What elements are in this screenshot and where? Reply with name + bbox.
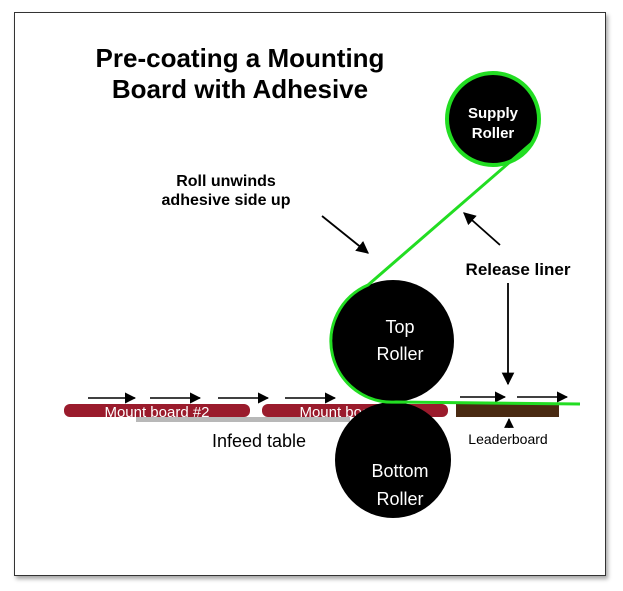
leaderboard-board (456, 403, 559, 417)
title-line-1: Pre-coating a Mounting (96, 43, 385, 73)
supply-roller-label-1: Supply (468, 105, 519, 122)
infeed-table-label: Infeed table (212, 431, 306, 451)
roll-unwinds-label-1: Roll unwinds (176, 173, 276, 190)
mount-board-2-label: Mount board #2 (104, 404, 209, 421)
supply-roller-label-2: Roller (472, 125, 515, 142)
infeed-table (136, 417, 350, 422)
release-liner-label: Release liner (466, 260, 571, 279)
bottom-roller (335, 402, 451, 518)
bottom-roller-label-1: Bottom (371, 461, 428, 481)
mount-board-2 (64, 404, 250, 417)
adhesive-web-path (329, 140, 581, 406)
leaderboard-label: Leaderboard (468, 431, 547, 447)
roll-unwinds-label-2: adhesive side up (162, 192, 291, 209)
top-roller (332, 280, 454, 402)
bottom-roller-label-2: Roller (376, 489, 423, 509)
supply-roller (445, 71, 541, 167)
title-line-2: Board with Adhesive (112, 74, 368, 104)
release-liner-arrow-up (463, 212, 501, 246)
roll-unwinds-arrow (321, 215, 369, 254)
top-roller-label-1: Top (385, 317, 414, 337)
top-roller-label-2: Roller (376, 344, 423, 364)
